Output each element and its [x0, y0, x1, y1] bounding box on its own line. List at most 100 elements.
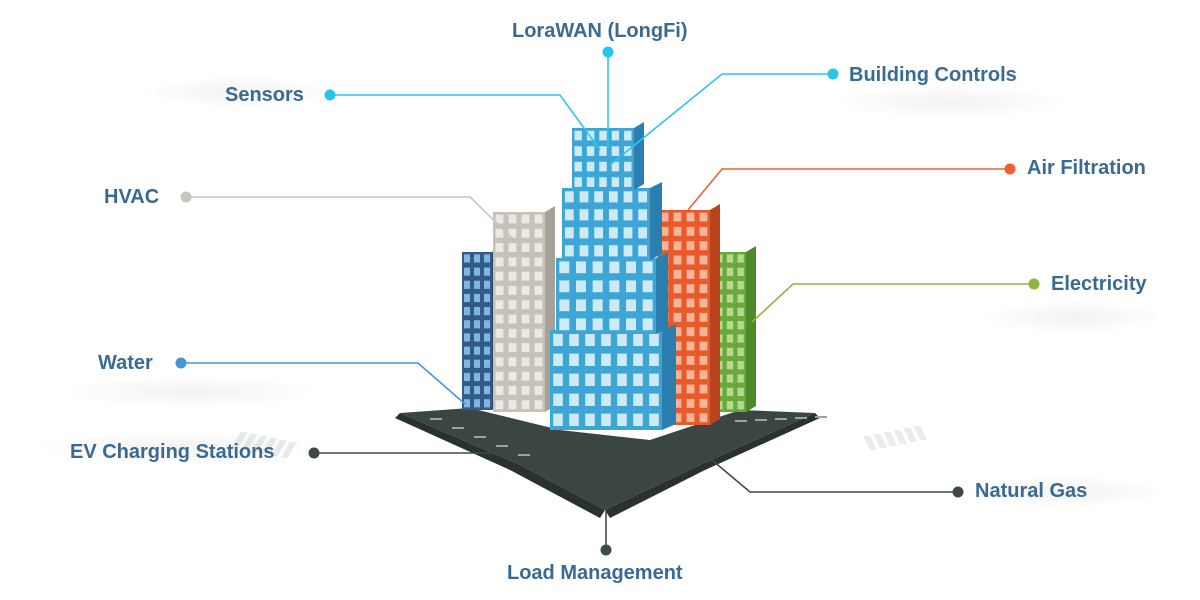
window [726, 307, 734, 316]
window [633, 373, 643, 386]
label-electricity: Electricity [1051, 273, 1147, 295]
dot-natural-gas [952, 486, 964, 498]
window [534, 271, 543, 281]
window [617, 393, 627, 406]
connector-water [181, 362, 466, 405]
dot-sensors [324, 89, 336, 101]
window [673, 255, 682, 265]
window [673, 312, 682, 322]
window [484, 267, 490, 276]
window [474, 267, 480, 276]
building-side [656, 252, 668, 334]
window [574, 130, 582, 141]
window [586, 161, 595, 172]
window [464, 359, 470, 368]
window [638, 227, 648, 239]
window [521, 257, 530, 267]
window [594, 209, 604, 221]
window [521, 400, 530, 410]
window [686, 284, 695, 294]
buildings-group [462, 122, 756, 430]
window [623, 245, 633, 257]
window [521, 343, 530, 352]
building-face [493, 212, 545, 412]
window [594, 245, 604, 257]
window [726, 387, 734, 396]
road-surface [400, 408, 815, 510]
window [508, 286, 517, 295]
window [474, 346, 480, 355]
window [569, 353, 579, 366]
window [608, 191, 618, 203]
window [686, 241, 695, 251]
window [601, 393, 611, 406]
window [592, 299, 603, 312]
window [484, 399, 490, 408]
window [633, 393, 643, 406]
dot-building-controls [827, 68, 839, 80]
window [464, 372, 470, 382]
window [495, 286, 504, 295]
window [726, 294, 734, 303]
window [726, 254, 734, 263]
road-intersection [231, 408, 928, 518]
window [673, 226, 682, 236]
building-side [746, 246, 756, 412]
window [508, 357, 517, 367]
label-air-filtration: Air Filtration [1027, 157, 1146, 179]
label-hvac: HVAC [104, 186, 160, 208]
window [633, 353, 643, 366]
lane-dash [430, 418, 442, 420]
window [601, 353, 611, 366]
window [699, 312, 708, 322]
connector-air-filtration [687, 168, 1010, 211]
window [686, 398, 695, 408]
window [601, 333, 611, 346]
building-blue-mid [556, 252, 668, 334]
label-shadow [980, 300, 1170, 334]
window [579, 209, 589, 221]
window [579, 245, 589, 257]
window [638, 191, 648, 203]
window [508, 314, 517, 324]
window [626, 261, 636, 274]
window [553, 413, 563, 426]
crosswalk-stripe [241, 434, 258, 450]
window [737, 387, 744, 396]
window [673, 284, 682, 294]
window [484, 320, 490, 329]
connector-electricity [751, 283, 1034, 323]
window [474, 399, 480, 408]
window [686, 413, 695, 423]
window [534, 214, 543, 224]
window [699, 241, 708, 251]
window [495, 400, 504, 410]
window [673, 212, 682, 222]
window [608, 209, 618, 221]
window [699, 298, 708, 308]
window [474, 333, 480, 342]
window [508, 386, 517, 395]
window [569, 413, 579, 426]
window [609, 280, 620, 293]
window [599, 161, 607, 172]
window [495, 386, 504, 395]
window [576, 261, 586, 274]
window [484, 254, 490, 263]
lane-dash [496, 445, 508, 447]
window [726, 401, 734, 410]
window [521, 243, 530, 252]
window [608, 227, 618, 239]
window [617, 353, 627, 366]
window [474, 280, 480, 289]
window [638, 209, 648, 221]
connector-hvac [186, 196, 513, 239]
window [464, 280, 470, 289]
window [474, 372, 480, 382]
window [592, 318, 603, 331]
window [508, 328, 517, 338]
crosswalk-stripe [231, 432, 248, 448]
window [569, 393, 579, 406]
building-face [462, 252, 492, 410]
label-load-management: Load Management [507, 562, 683, 584]
